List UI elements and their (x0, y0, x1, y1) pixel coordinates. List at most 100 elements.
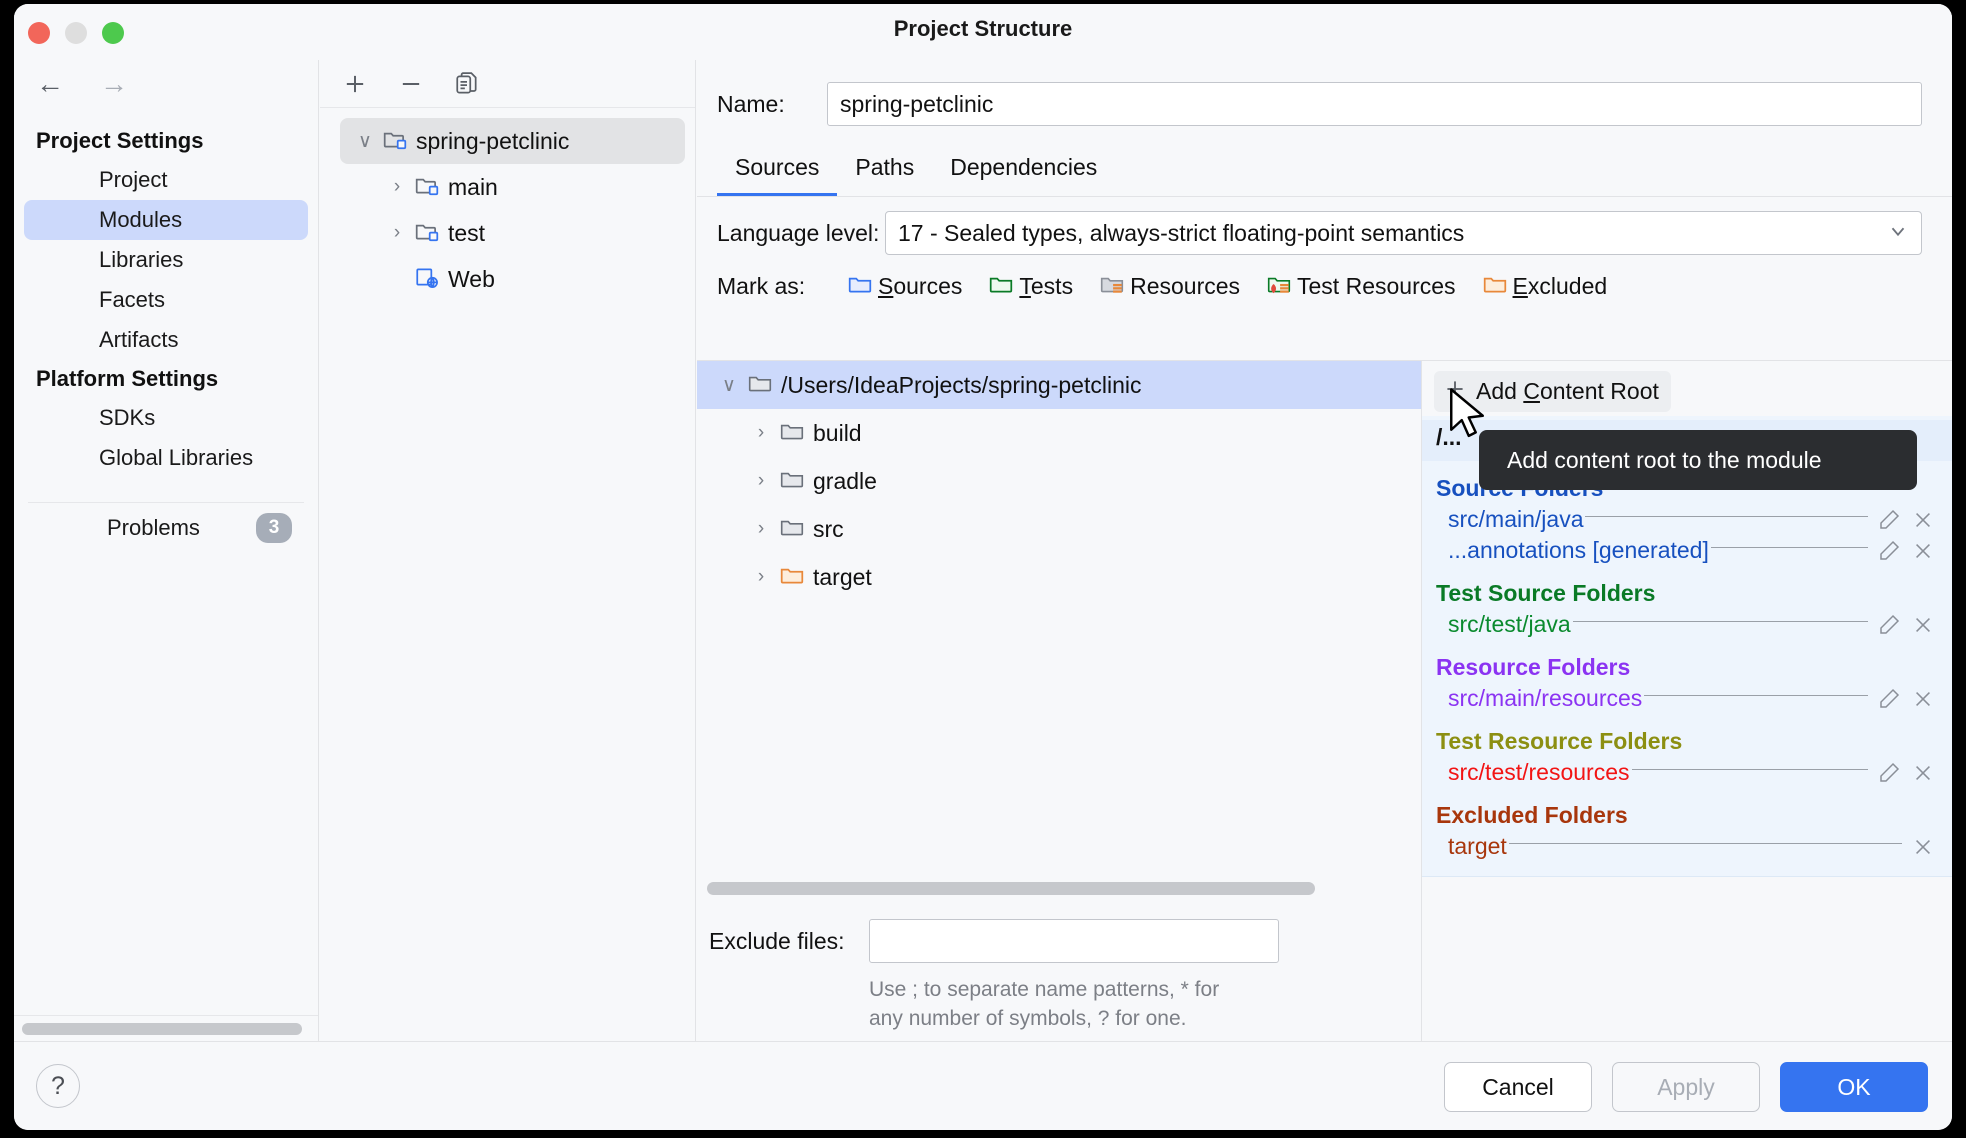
exclude-files-input[interactable] (869, 919, 1279, 963)
mark-as-resources-button[interactable]: Resources (1099, 271, 1240, 302)
chevron-right-icon[interactable]: › (757, 422, 765, 443)
folder-path: ...annotations [generated] (1448, 537, 1709, 563)
remove-close-icon[interactable] (1906, 836, 1940, 858)
folder-test-resources-icon (1266, 271, 1292, 302)
source-folder-item[interactable]: src/main/java (1422, 504, 1952, 535)
help-button[interactable]: ? (36, 1064, 80, 1108)
content-tree-label: gradle (813, 467, 877, 494)
sidebar-item-libraries[interactable]: Libraries (99, 247, 184, 272)
sidebar-scrollbar-thumb[interactable] (22, 1023, 302, 1035)
back-arrow-icon[interactable]: ← (36, 68, 64, 99)
mouse-cursor-icon (1446, 386, 1488, 447)
chevron-right-icon[interactable]: › (757, 566, 765, 587)
sidebar-item-problems[interactable]: Problems 3 (32, 503, 300, 553)
content-tree-horizontal-scrollbar[interactable] (697, 875, 1421, 901)
tab-dependencies[interactable]: Dependencies (950, 154, 1098, 180)
tree-row-web[interactable]: Web (340, 256, 685, 302)
chevron-right-icon[interactable]: › (393, 222, 401, 243)
language-level-label: Language level: (717, 219, 880, 246)
excluded-folder-item[interactable]: target (1422, 831, 1952, 862)
tree-row-label: spring-petclinic (416, 127, 570, 154)
content-tree-label: target (813, 563, 872, 590)
mark-as-label: Mark as: (717, 273, 806, 299)
content-root-block: /... Source Folders src/main/java ... (1422, 416, 1952, 877)
tab-sources[interactable]: Sources (717, 146, 838, 196)
tree-row-test[interactable]: › test (340, 210, 685, 256)
ok-button[interactable]: OK (1780, 1062, 1928, 1112)
content-tree-row-build[interactable]: › build (697, 409, 1421, 457)
title-bar: Project Structure (14, 4, 1952, 60)
nav-arrows: ← → (36, 70, 128, 98)
tree-row-spring-petclinic[interactable]: ∨ spring-petclinic (340, 118, 685, 164)
edit-pencil-icon[interactable] (1872, 508, 1906, 532)
editor-tabs: Sources Paths Dependencies (697, 146, 1952, 197)
path-underline (1572, 620, 1868, 622)
project-structure-dialog: Project Structure ← → Project Settings P… (14, 4, 1952, 1130)
module-folder-icon (414, 218, 440, 249)
chevron-right-icon[interactable]: › (757, 470, 765, 491)
sidebar-divider (28, 502, 304, 503)
maximize-button[interactable] (102, 22, 124, 44)
minimize-button[interactable] (65, 22, 87, 44)
remove-close-icon[interactable] (1906, 762, 1940, 784)
source-folder-item[interactable]: ...annotations [generated] (1422, 535, 1952, 566)
sidebar-item-modules[interactable]: Modules (24, 200, 308, 240)
remove-icon[interactable] (396, 69, 426, 99)
content-tree-row-src[interactable]: › src (697, 505, 1421, 553)
content-roots-tree: ∨ /Users/IdeaProjects/spring-petclinic › (697, 360, 1422, 1041)
remove-close-icon[interactable] (1906, 688, 1940, 710)
edit-pencil-icon[interactable] (1872, 539, 1906, 563)
sidebar-item-project[interactable]: Project (99, 167, 168, 192)
content-tree-row-target[interactable]: › target (697, 553, 1421, 601)
content-root-row[interactable]: ∨ /Users/IdeaProjects/spring-petclinic (697, 361, 1421, 409)
folder-excluded-icon (1482, 271, 1508, 302)
modules-tree: ∨ spring-petclinic › main (320, 108, 695, 302)
resource-folder-item[interactable]: src/main/resources (1422, 683, 1952, 714)
exclude-files-row: Exclude files: (697, 919, 1421, 963)
remove-close-icon[interactable] (1906, 509, 1940, 531)
remove-close-icon[interactable] (1906, 614, 1940, 636)
cancel-button[interactable]: Cancel (1444, 1062, 1592, 1112)
close-button[interactable] (28, 22, 50, 44)
add-icon[interactable] (340, 69, 370, 99)
chevron-down-icon[interactable]: ∨ (358, 130, 372, 152)
language-level-select[interactable]: 17 - Sealed types, always-strict floatin… (885, 211, 1922, 255)
module-name-input[interactable]: spring-petclinic (827, 82, 1922, 126)
sidebar-item-artifacts[interactable]: Artifacts (99, 327, 179, 352)
dialog-footer: ? Cancel Apply OK (14, 1041, 1952, 1130)
chevron-right-icon[interactable]: › (757, 518, 765, 539)
chevron-right-icon[interactable]: › (393, 176, 401, 197)
tree-row-main[interactable]: › main (340, 164, 685, 210)
content-tree-label: build (813, 419, 862, 446)
content-tree-scrollbar-thumb[interactable] (707, 882, 1315, 895)
test-source-folder-item[interactable]: src/test/java (1422, 609, 1952, 640)
sidebar-item-sdks[interactable]: SDKs (99, 405, 156, 430)
mark-as-test-resources-button[interactable]: Test Resources (1266, 271, 1456, 302)
language-level-row: Language level: 17 - Sealed types, alway… (697, 197, 1952, 255)
mark-as-label-resources: Resources (1130, 273, 1241, 299)
edit-pencil-icon[interactable] (1872, 687, 1906, 711)
content-tree-row-gradle[interactable]: › gradle (697, 457, 1421, 505)
module-name-row: Name: spring-petclinic (697, 60, 1952, 126)
edit-pencil-icon[interactable] (1872, 613, 1906, 637)
sidebar-horizontal-scrollbar[interactable] (14, 1015, 318, 1041)
forward-arrow-icon[interactable]: → (100, 68, 128, 99)
chevron-down-icon[interactable]: ∨ (722, 374, 736, 396)
sidebar-item-facets[interactable]: Facets (99, 287, 166, 312)
mark-as-tests-button[interactable]: Tests (988, 271, 1073, 302)
tab-paths[interactable]: Paths (855, 154, 915, 180)
chevron-down-icon[interactable] (1887, 220, 1909, 247)
sidebar-item-global-libraries[interactable]: Global Libraries (99, 445, 254, 470)
add-content-root-button[interactable]: Add Content Root (1434, 371, 1671, 412)
apply-button[interactable]: Apply (1612, 1062, 1760, 1112)
path-underline (1508, 842, 1902, 844)
mark-as-excluded-button[interactable]: Excluded (1482, 271, 1607, 302)
copy-icon[interactable] (452, 69, 482, 99)
remove-close-icon[interactable] (1906, 540, 1940, 562)
exclude-hint-line-1: Use ; to separate name patterns, * for (869, 978, 1220, 1002)
path-underline (1631, 768, 1868, 770)
folder-tests-icon (988, 271, 1014, 302)
edit-pencil-icon[interactable] (1872, 761, 1906, 785)
test-resource-folder-item[interactable]: src/test/resources (1422, 757, 1952, 788)
mark-as-sources-button[interactable]: Sources (847, 271, 962, 302)
